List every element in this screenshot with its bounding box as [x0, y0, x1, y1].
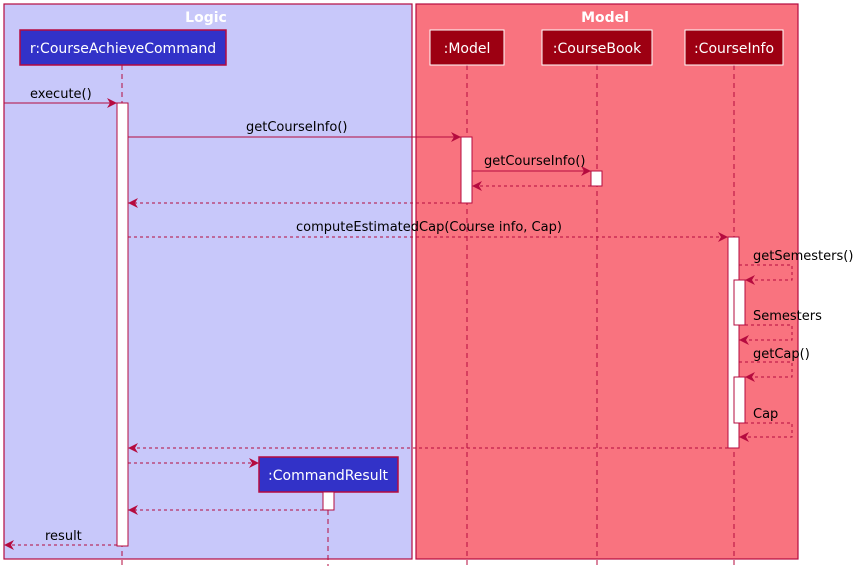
get-cap-arrow: [739, 361, 793, 382]
course-book-label: :CourseBook: [553, 41, 642, 57]
course-info-cap-activation: [733, 376, 746, 424]
semesters-return-arrow: [739, 324, 793, 345]
course-achieve-command-label: r:CourseAchieveCommand: [30, 41, 216, 57]
execute-label: execute(): [30, 87, 92, 102]
get-semesters-label: getSemesters(): [753, 249, 853, 264]
course-achieve-command-head: [19, 29, 227, 66]
semesters-label: Semesters: [753, 309, 822, 324]
get-cap-label: getCap(): [753, 347, 810, 362]
course-info-label: :CourseInfo: [694, 41, 774, 57]
model-label: :Model: [444, 41, 491, 57]
model-group-title: Model: [581, 10, 629, 26]
course-book-head: [541, 29, 653, 66]
cap-return-arrow: [739, 422, 793, 442]
logic-group-title: Logic: [185, 10, 227, 26]
get-semesters-arrow: [739, 264, 793, 285]
model-head: [429, 29, 505, 66]
course-info-head: [684, 29, 784, 66]
command-result-label: :CommandResult: [268, 468, 388, 484]
cap-label: Cap: [753, 407, 778, 422]
compute-estimated-cap-label: computeEstimatedCap(Course info, Cap): [296, 220, 562, 235]
course-info-semesters-activation: [733, 279, 746, 326]
result-label: result: [45, 529, 82, 544]
course-book-activation: [590, 170, 603, 187]
command-result-activation: [322, 491, 335, 511]
model-activation: [460, 136, 473, 204]
course-achieve-command-activation: [116, 102, 129, 547]
get-course-info-model-label: getCourseInfo(): [246, 120, 347, 135]
get-course-info-book-label: getCourseInfo(): [484, 154, 585, 169]
